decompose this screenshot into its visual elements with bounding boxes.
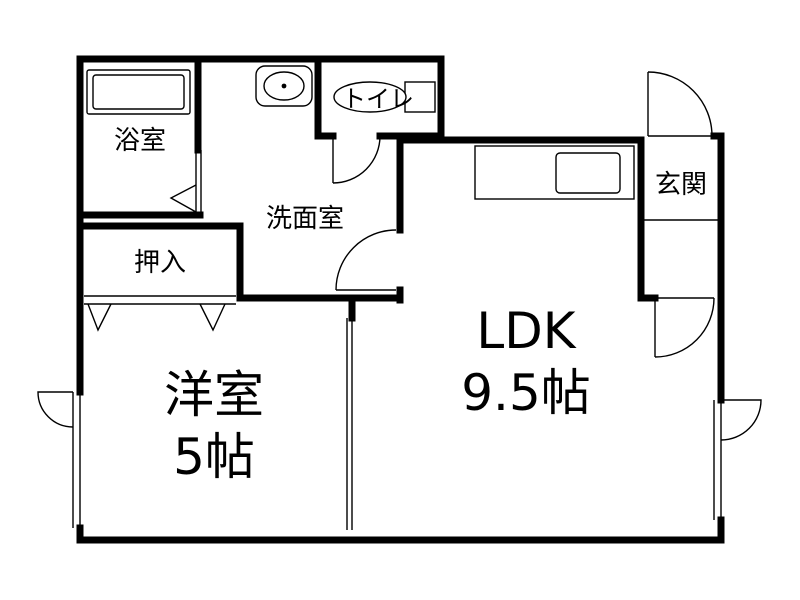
entrance-inner-door	[654, 297, 715, 358]
partition-sliding-door	[346, 318, 353, 530]
bath-door-marker	[169, 184, 197, 213]
toilet-label: トイレ	[342, 85, 414, 113]
entrance-door	[647, 71, 713, 137]
ldk-name: LDK	[476, 302, 576, 360]
western-window	[37, 391, 81, 528]
washroom-window	[195, 150, 202, 212]
bath-label: 浴室	[114, 126, 166, 156]
washroom-door	[335, 229, 397, 291]
washbasin	[255, 65, 313, 107]
closet-label: 押入	[134, 248, 186, 278]
bathtub	[86, 69, 191, 115]
washroom-label: 洗面室	[266, 204, 344, 234]
ldk-window	[713, 399, 762, 520]
western-room-size: 5帖	[173, 428, 255, 486]
toilet-door	[332, 135, 381, 184]
closet-sliding-doors	[84, 295, 236, 332]
toilet-bowl	[333, 81, 436, 113]
walls	[76, 55, 725, 544]
kitchen-counter	[474, 145, 635, 200]
western-room-name: 洋室	[164, 366, 264, 424]
entrance-label: 玄関	[655, 170, 707, 200]
ldk-size: 9.5帖	[461, 364, 591, 422]
